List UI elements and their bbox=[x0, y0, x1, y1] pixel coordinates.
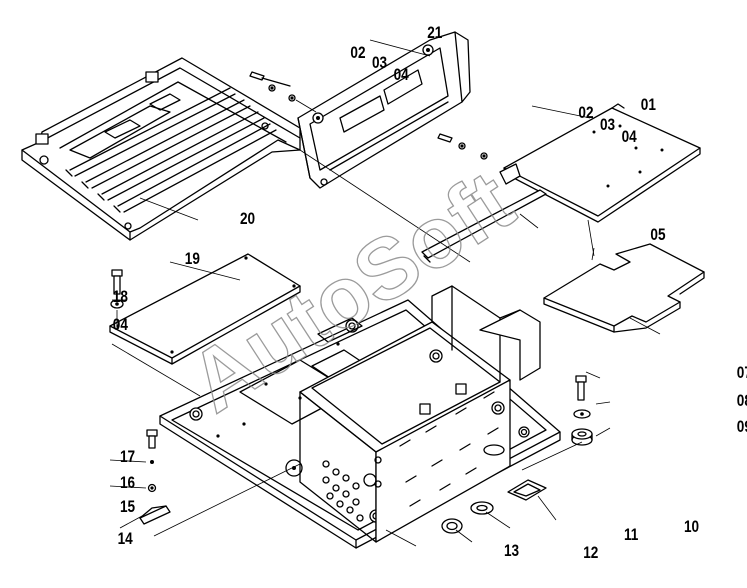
callout-labels: 02 03 04 21 02 03 04 01 05 06 07 08 09 1… bbox=[113, 24, 747, 563]
callout-19: 19 bbox=[185, 250, 200, 269]
callout-20: 20 bbox=[240, 210, 255, 229]
part-20-floor-tray bbox=[21, 57, 301, 241]
part-05-rod bbox=[421, 189, 547, 263]
part-09-mount bbox=[571, 428, 593, 446]
callout-05: 05 bbox=[650, 226, 666, 245]
callout-09: 09 bbox=[737, 418, 747, 437]
callout-13: 13 bbox=[504, 542, 519, 561]
callout-10: 10 bbox=[684, 518, 699, 537]
part-12-grommet bbox=[441, 518, 463, 534]
callout-01: 01 bbox=[641, 96, 657, 115]
part-17-bolt bbox=[146, 429, 158, 449]
callout-18: 18 bbox=[113, 288, 129, 307]
callout-12: 12 bbox=[583, 544, 598, 563]
fastener-group-b bbox=[437, 133, 488, 160]
part-21-back-panel bbox=[297, 31, 471, 189]
callout-02b: 02 bbox=[578, 104, 593, 123]
part-06-mat bbox=[543, 243, 705, 333]
callout-02a: 02 bbox=[350, 44, 365, 63]
callout-16: 16 bbox=[120, 474, 135, 493]
callout-11: 11 bbox=[624, 526, 639, 545]
part-10-grommet bbox=[507, 479, 547, 501]
callout-04b: 04 bbox=[622, 128, 638, 147]
part-11-grommet bbox=[470, 501, 494, 515]
part-01-top-plate bbox=[499, 103, 701, 223]
callout-08: 08 bbox=[737, 392, 747, 411]
part-07-bolt bbox=[575, 375, 587, 401]
part-16-washer bbox=[150, 460, 154, 464]
part-08-washer bbox=[573, 409, 591, 419]
callout-14: 14 bbox=[118, 530, 134, 549]
callout-17: 17 bbox=[120, 448, 135, 467]
callout-03a: 03 bbox=[372, 54, 387, 73]
callout-07: 07 bbox=[737, 364, 747, 383]
part-14-cap bbox=[139, 505, 171, 525]
leader-lines bbox=[109, 39, 661, 547]
callout-21: 21 bbox=[427, 24, 443, 43]
callout-04a: 04 bbox=[394, 66, 410, 85]
fastener-group-a bbox=[249, 71, 317, 113]
part-15-washer bbox=[147, 483, 157, 493]
callout-03b: 03 bbox=[600, 116, 615, 135]
central-box bbox=[299, 285, 541, 543]
part-19-cover-plate bbox=[109, 253, 301, 365]
callout-04c: 04 bbox=[113, 316, 129, 335]
callout-15: 15 bbox=[120, 498, 136, 517]
